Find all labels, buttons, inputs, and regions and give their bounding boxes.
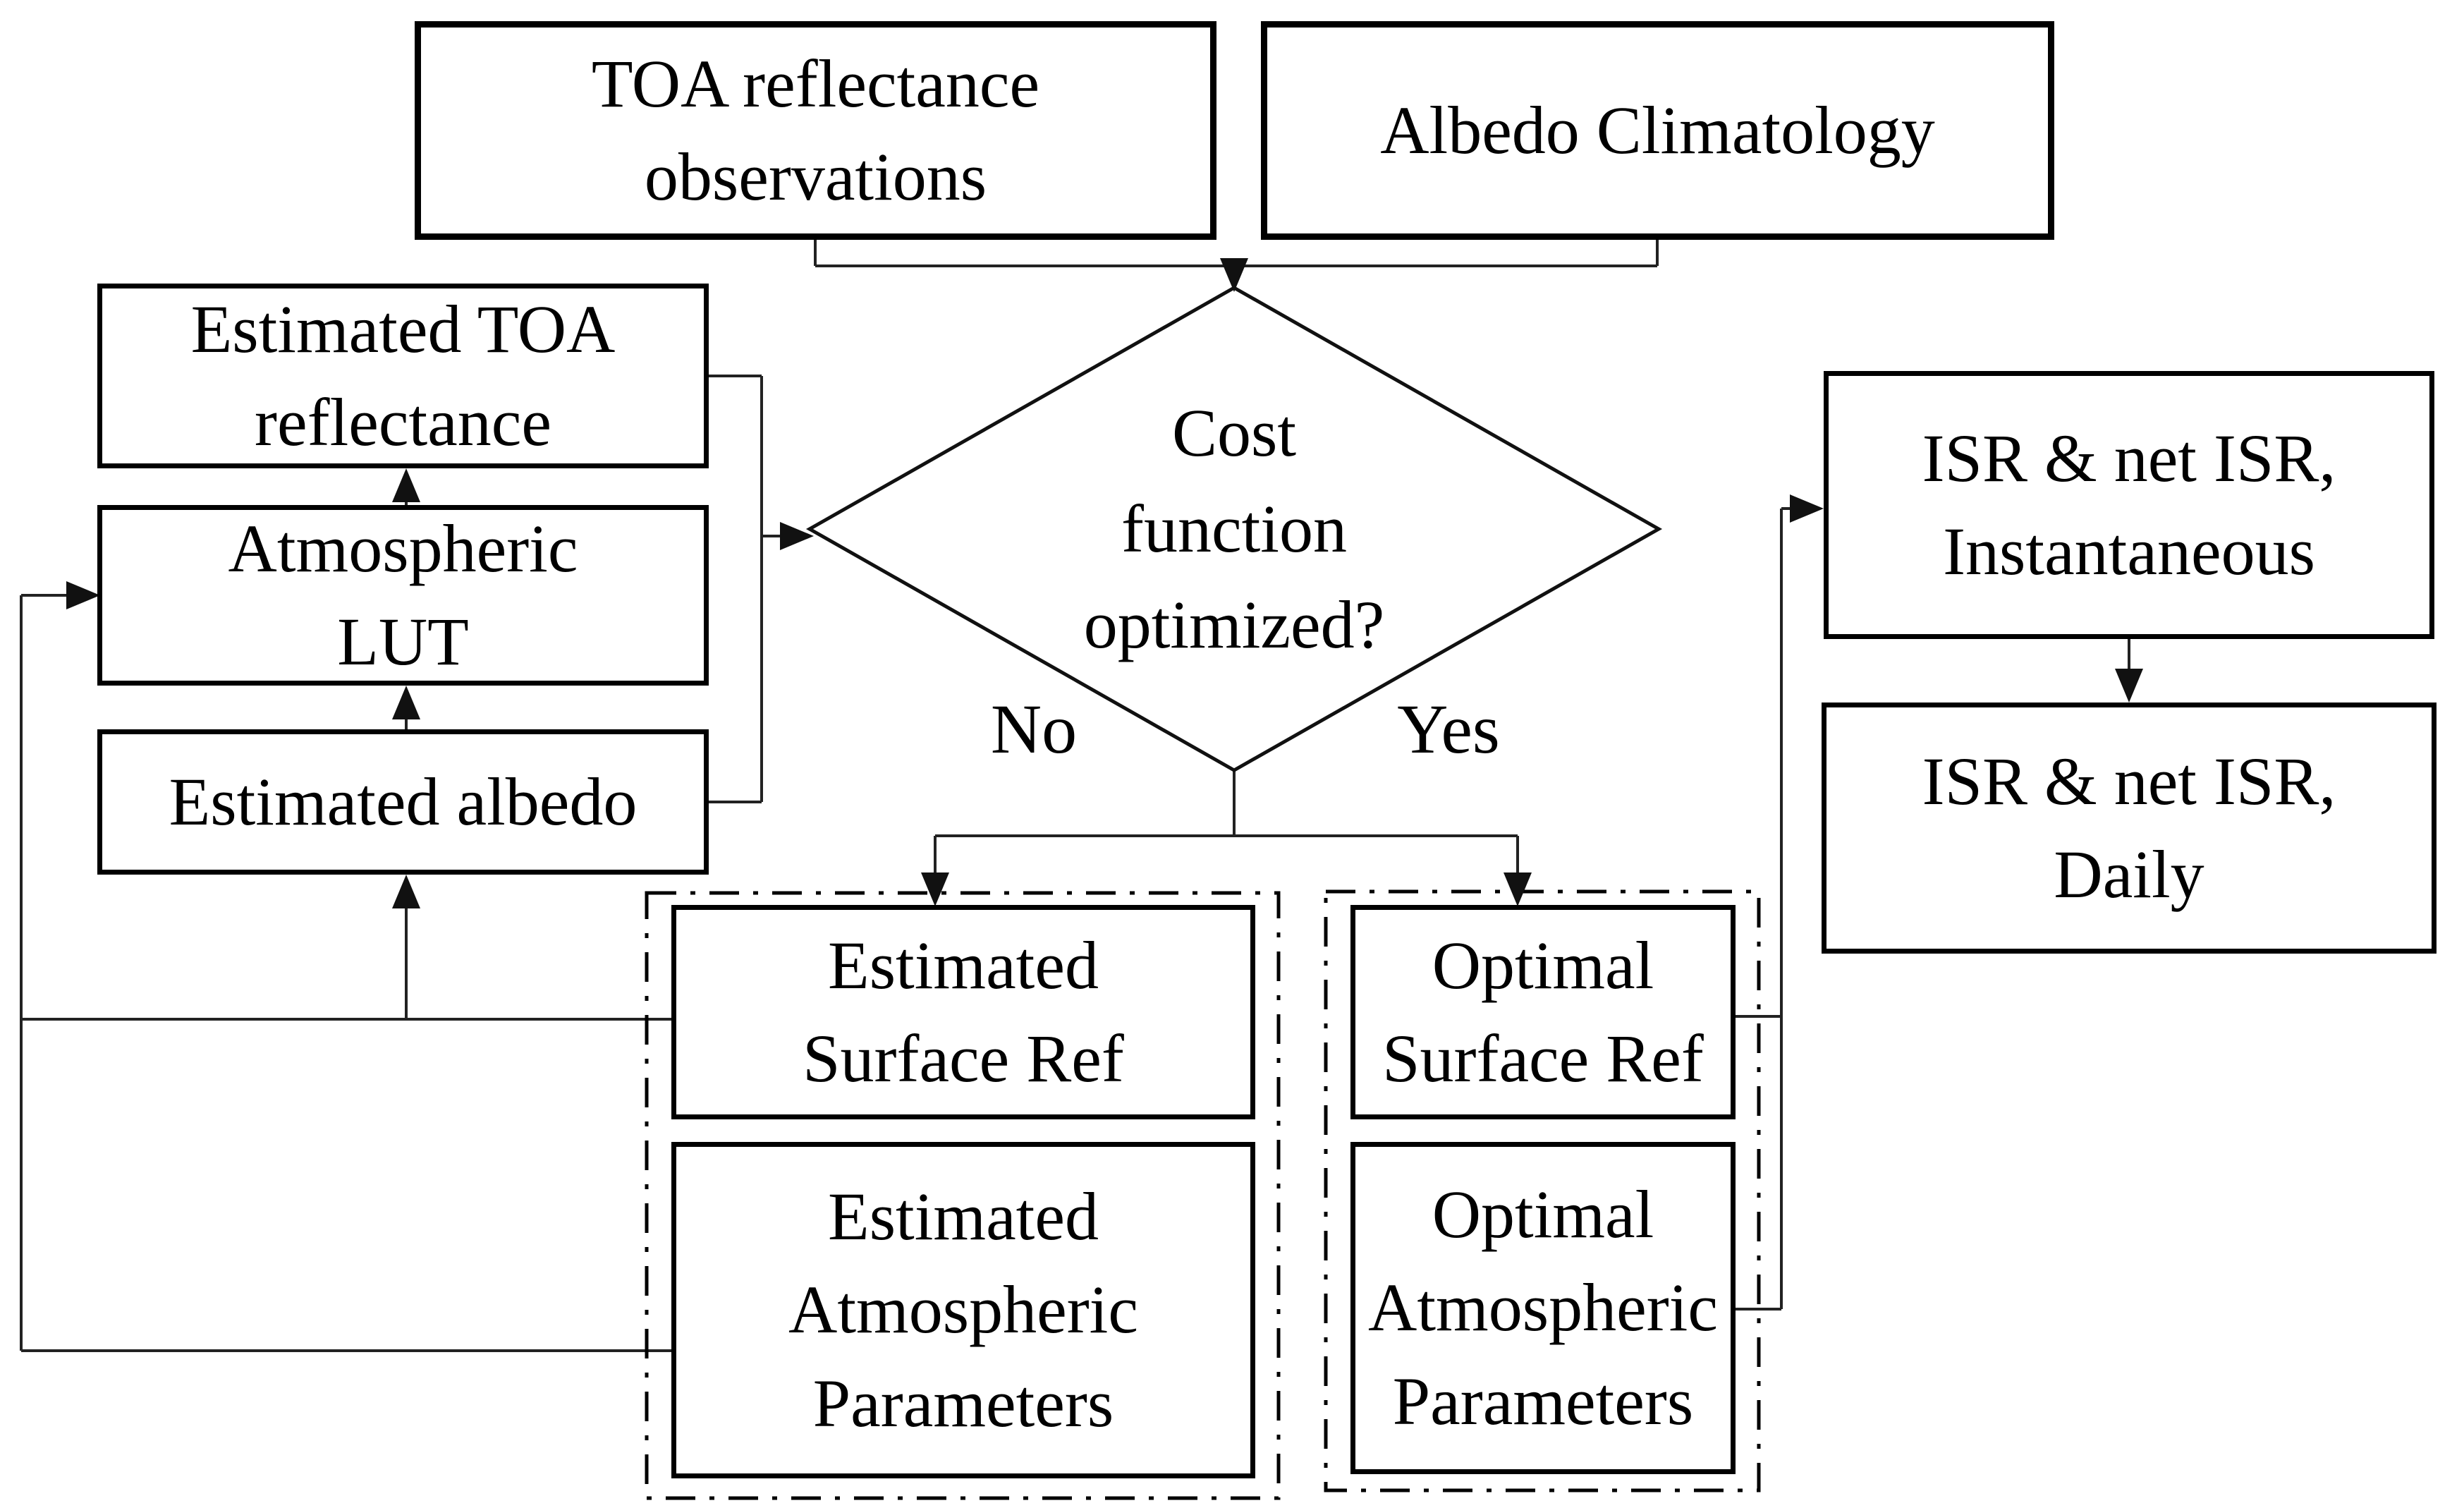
node-label-line: Surface Ref	[1382, 1021, 1704, 1096]
node-optimal-atmospheric-parameters: Optimal Atmospheric Parameters	[1350, 1142, 1736, 1474]
estimated-group-frame	[645, 891, 1281, 1500]
node-label-line: ISR & net ISR,	[1922, 743, 2336, 819]
node-label-line: Estimated	[828, 927, 1099, 1003]
arrowhead-down-icon	[1504, 872, 1532, 906]
node-label-line: Estimated TOA	[190, 291, 616, 367]
node-label-line: Albedo Climatology	[1380, 92, 1935, 168]
node-atmospheric-lut: Atmospheric LUT	[97, 505, 709, 686]
node-label-line: observations	[644, 139, 987, 214]
node-label-line: LUT	[337, 604, 469, 679]
node-label-line: Instantaneous	[1943, 513, 2315, 589]
node-optimal-surface-ref: Optimal Surface Ref	[1350, 905, 1736, 1119]
node-label-line: ISR & net ISR,	[1922, 420, 2336, 496]
node-estimated-toa-reflectance: Estimated TOA reflectance	[97, 284, 709, 468]
arrowhead-up-icon	[392, 686, 420, 719]
decision-label-line: optimized?	[1083, 587, 1385, 663]
decision-label-line: function	[1121, 490, 1347, 566]
node-estimated-atmospheric-parameters: Estimated Atmospheric Parameters	[671, 1142, 1255, 1478]
node-label-line: Estimated	[828, 1178, 1099, 1254]
node-label-line: Surface Ref	[803, 1021, 1124, 1096]
node-label-line: Atmospheric	[1368, 1270, 1718, 1346]
node-estimated-surface-ref: Estimated Surface Ref	[671, 905, 1255, 1119]
node-label-line: reflectance	[255, 384, 551, 460]
arrowhead-up-icon	[392, 875, 420, 908]
optimal-group-frame	[1324, 889, 1761, 1492]
node-label-line: Atmospheric	[788, 1272, 1138, 1348]
node-label-line: Optimal	[1432, 927, 1654, 1003]
node-label-line: TOA reflectance	[591, 45, 1040, 121]
decision-label: Cost function optimized?	[811, 296, 1657, 762]
arrowhead-right-icon	[1790, 494, 1824, 523]
node-estimated-albedo: Estimated albedo	[97, 729, 709, 875]
decision-diamond	[805, 286, 1663, 772]
arrowhead-up-icon	[392, 468, 420, 502]
node-isr-net-isr-daily: ISR & net ISR, Daily	[1822, 703, 2436, 954]
arrowhead-right-icon	[780, 522, 814, 550]
node-label-line: Atmospheric	[228, 510, 578, 586]
node-label-line: Parameters	[1392, 1363, 1694, 1439]
branch-label-yes: Yes	[1397, 689, 1500, 768]
arrowhead-down-icon	[921, 872, 949, 906]
node-toa-reflectance-observations: TOA reflectance observations	[415, 21, 1216, 240]
arrowhead-down-icon	[2115, 669, 2143, 703]
arrowheads	[66, 258, 2143, 908]
node-isr-net-isr-instantaneous: ISR & net ISR, Instantaneous	[1824, 371, 2434, 639]
node-label-line: Daily	[2054, 837, 2204, 912]
node-albedo-climatology: Albedo Climatology	[1261, 21, 2054, 240]
node-label-line: Estimated albedo	[169, 763, 638, 839]
node-label-line: Parameters	[812, 1365, 1114, 1441]
arrowhead-right-icon	[66, 581, 100, 609]
node-label-line: Optimal	[1432, 1176, 1654, 1252]
decision-label-line: Cost	[1171, 394, 1297, 470]
arrowhead-down-icon	[1220, 258, 1248, 292]
branch-label-no: No	[990, 689, 1078, 768]
